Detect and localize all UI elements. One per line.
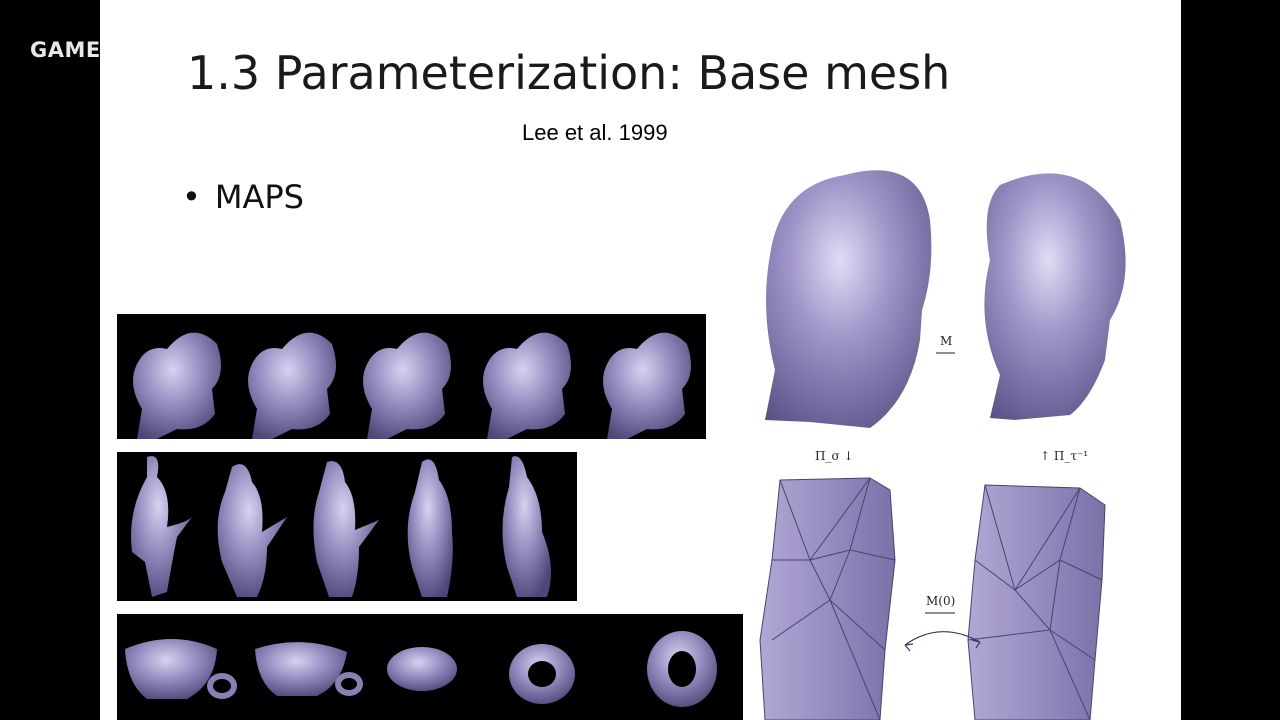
base-mesh-icon: M Π_σ ↓ ↑ Π_τ⁻¹ M(0): [759, 170, 1126, 720]
source-base-mesh: [759, 477, 896, 720]
bunny-simplification-strip: [117, 452, 577, 601]
right-letterbox: [1181, 0, 1280, 720]
bullet-text: MAPS: [214, 178, 304, 216]
target-base-mesh: [967, 484, 1106, 720]
source-head: [765, 170, 932, 428]
bunny-mesh-icon: [131, 456, 551, 597]
head-simplification-strip: [117, 314, 706, 439]
cup-simplification-strip: [117, 614, 743, 720]
watermark-logo: GAME: [30, 38, 101, 62]
map-label: M: [940, 334, 952, 348]
pi-left-label: Π_σ ↓: [815, 449, 854, 463]
citation: Lee et al. 1999: [522, 120, 668, 145]
bullet-dot-icon: •: [182, 178, 201, 216]
cup-mesh-icon: [125, 631, 717, 707]
target-head: [984, 173, 1126, 420]
pi-right-label: ↑ Π_τ⁻¹: [1040, 449, 1088, 463]
slide: 1.3 Parameterization: Base mesh Lee et a…: [100, 0, 1181, 720]
slide-title: 1.3 Parameterization: Base mesh: [187, 46, 951, 100]
bullet-item: • MAPS: [182, 178, 304, 216]
head-shape: [133, 332, 221, 439]
left-letterbox: [0, 0, 100, 720]
head-mesh-icon: [133, 332, 691, 439]
maps-mapping-figure: M Π_σ ↓ ↑ Π_τ⁻¹ M(0): [750, 160, 1150, 720]
map0-label: M(0): [926, 594, 955, 608]
